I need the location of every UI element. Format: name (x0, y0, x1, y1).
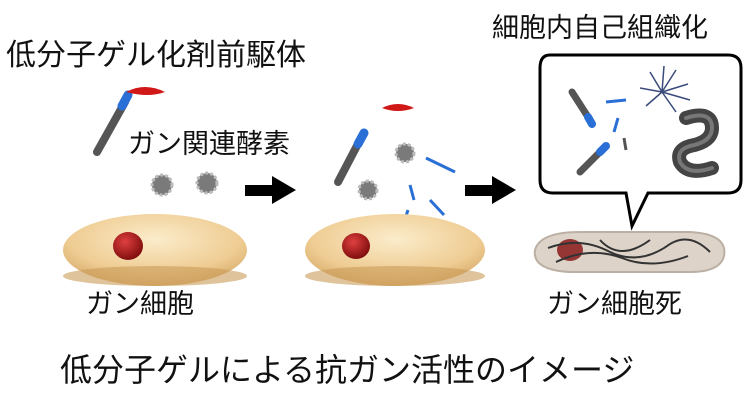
arrow-2 (465, 176, 516, 204)
cancer-cell-middle (305, 214, 485, 286)
self-assembly-bubble (538, 53, 743, 231)
precursor-molecule (93, 87, 165, 156)
enzyme-label: ガン関連酵素 (128, 129, 290, 160)
caption: 低分子ゲルによる抗ガン活性のイメージ (60, 351, 635, 389)
cancer-cell-left (63, 214, 247, 286)
dead-cancer-cell (533, 231, 726, 273)
cancer-cell-death-label: ガン細胞死 (547, 289, 682, 320)
precursor-label: 低分子ゲル化剤前駆体 (6, 38, 306, 73)
cancer-cell-label: ガン細胞 (86, 289, 194, 320)
arrow-1 (245, 176, 296, 204)
self-assembly-label: 細胞内自己組織化 (492, 13, 708, 44)
enzyme-gear-1 (150, 173, 174, 197)
middle-molecules (334, 104, 456, 237)
enzyme-gear-2 (195, 171, 219, 195)
